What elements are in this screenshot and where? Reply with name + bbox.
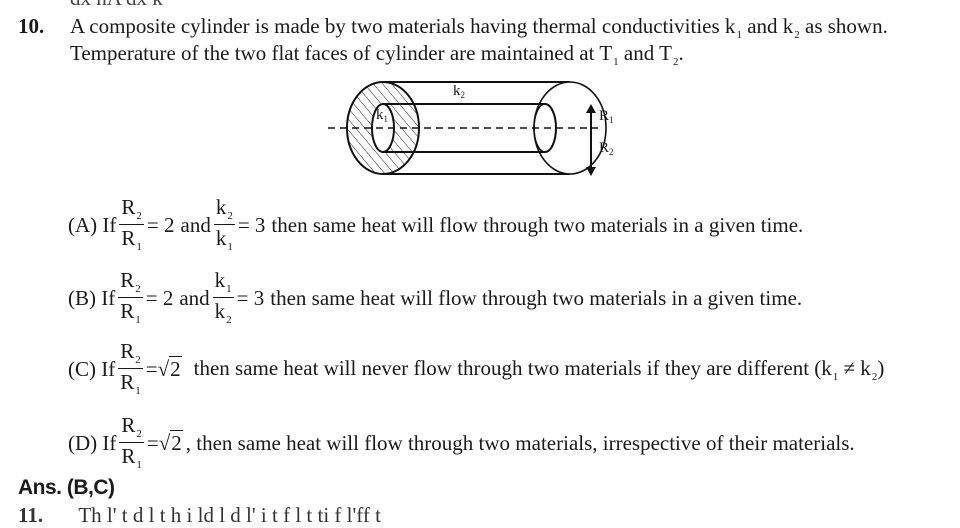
subscript: 1: [736, 29, 742, 41]
option-c: (C) If R2 R1 = √2 then same heat will ne…: [68, 341, 884, 397]
next-question-fragment: Th l' t d l t h i ld l d l' i t f l t ti…: [78, 503, 381, 527]
option-d: (D) If R2 R1 = √2 , then same heat will …: [68, 415, 855, 471]
label-k1: k1: [376, 107, 388, 124]
answer: Ans. (B,C): [18, 476, 115, 500]
equals-value: = 3: [236, 285, 265, 310]
fraction-R2-over-R1: R2 R1: [118, 268, 143, 326]
fraction-R2-over-R1: R2 R1: [118, 339, 143, 397]
question-number: 10.: [18, 14, 45, 38]
option-b: (B) If R2 R1 = 2 and k1 k2 = 3 then same…: [68, 270, 802, 326]
question-text: A composite cylinder is made by two mate…: [70, 14, 736, 38]
conjunction: and: [179, 285, 210, 310]
option-label: (B) If: [68, 285, 116, 310]
option-text: then same heat will flow through two mat…: [270, 285, 803, 310]
subscript: 2: [794, 29, 800, 41]
answer-value: (B,C): [66, 476, 115, 499]
label-R2: R2: [599, 140, 614, 157]
equals-value: = 2: [146, 212, 175, 237]
square-root: √2: [158, 429, 183, 455]
next-question-cut: 11. Th l' t d l t h i ld l d l' i t f l …: [18, 503, 381, 528]
option-label: (C) If: [68, 356, 116, 381]
option-text: then same heat will never flow through t…: [193, 355, 885, 383]
question-text: Temperature of the two flat faces of cyl…: [70, 41, 613, 65]
option-a: (A) If R2 R1 = 2 and k2 k1 = 3 then same…: [68, 197, 803, 253]
question-text-line-1: A composite cylinder is made by two mate…: [70, 14, 888, 41]
square-root: √2: [157, 355, 182, 381]
subscript: 1: [613, 56, 619, 68]
option-text: , then same heat will flow through two m…: [185, 430, 855, 455]
question-text: .: [678, 41, 684, 65]
sqrt-icon: √: [158, 430, 171, 455]
composite-cylinder-figure: k2 k1 R1 R2: [320, 75, 640, 185]
cylinder-diagram-icon: [328, 81, 607, 176]
previous-content-cut-fragment: dx hA dx k: [70, 0, 163, 11]
question-text: as shown.: [799, 14, 888, 38]
label-k2: k2: [453, 83, 465, 100]
fraction-R2-over-R1: R2 R1: [119, 413, 144, 471]
subscript: 2: [672, 56, 679, 68]
option-label: (A) If: [68, 212, 117, 237]
fraction-R2-over-R1: R2 R1: [119, 195, 144, 253]
conjunction: and: [180, 212, 211, 237]
question-text: and T: [618, 41, 672, 65]
equals-sign: =: [146, 430, 159, 455]
equals-sign: =: [145, 356, 158, 381]
equals-value: = 3: [237, 212, 266, 237]
equals-value: = 2: [145, 285, 174, 310]
option-label: (D) If: [68, 430, 117, 455]
fraction-k1-over-k2: k1 k2: [212, 268, 234, 326]
sqrt-icon: √: [157, 356, 170, 381]
answer-label: Ans.: [18, 476, 62, 499]
label-R1: R1: [599, 108, 614, 125]
next-question-number: 11.: [18, 503, 44, 527]
question-text-line-2: Temperature of the two flat faces of cyl…: [70, 41, 684, 68]
question-text: and k: [741, 14, 794, 38]
fraction-k2-over-k1: k2 k1: [213, 195, 235, 253]
option-text: then same heat will flow through two mat…: [271, 212, 804, 237]
